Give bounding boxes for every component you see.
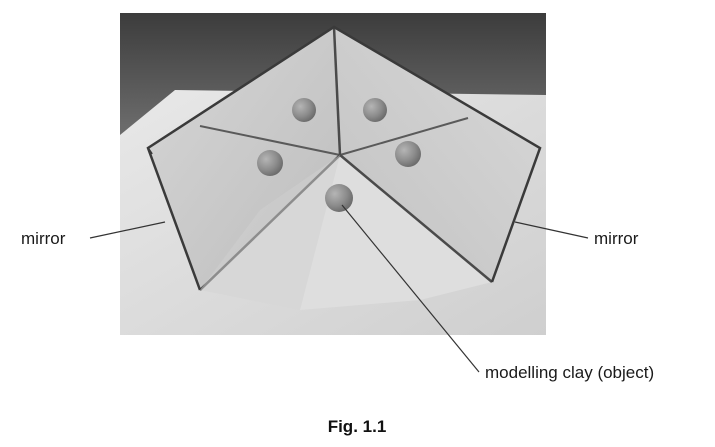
right-mirror-bottom-edge <box>339 154 493 283</box>
mirror-frame-corner <box>147 147 153 155</box>
left-mirror-panel <box>148 27 340 290</box>
clay-image-2 <box>363 98 387 122</box>
label-object: modelling clay (object) <box>485 363 654 382</box>
mirror-frame <box>146 25 542 291</box>
label-right-mirror: mirror <box>594 229 639 248</box>
reflection-divider-left <box>199 125 341 156</box>
floor-shadow <box>200 155 340 310</box>
figure-caption: Fig. 1.1 <box>328 417 387 436</box>
clay-image-3 <box>257 150 283 176</box>
leader-line-right-mirror <box>514 221 589 239</box>
leader-line-left-mirror <box>89 221 166 239</box>
clay-balls <box>257 98 421 212</box>
leader-line-object <box>341 204 480 373</box>
clay-object <box>325 184 353 212</box>
clay-image-4 <box>395 141 421 167</box>
label-left-mirror: mirror <box>21 229 66 248</box>
reflection-divider-right <box>339 117 469 156</box>
mirror-hinge <box>332 26 342 156</box>
clay-image-1 <box>292 98 316 122</box>
right-mirror-panel <box>334 27 540 282</box>
